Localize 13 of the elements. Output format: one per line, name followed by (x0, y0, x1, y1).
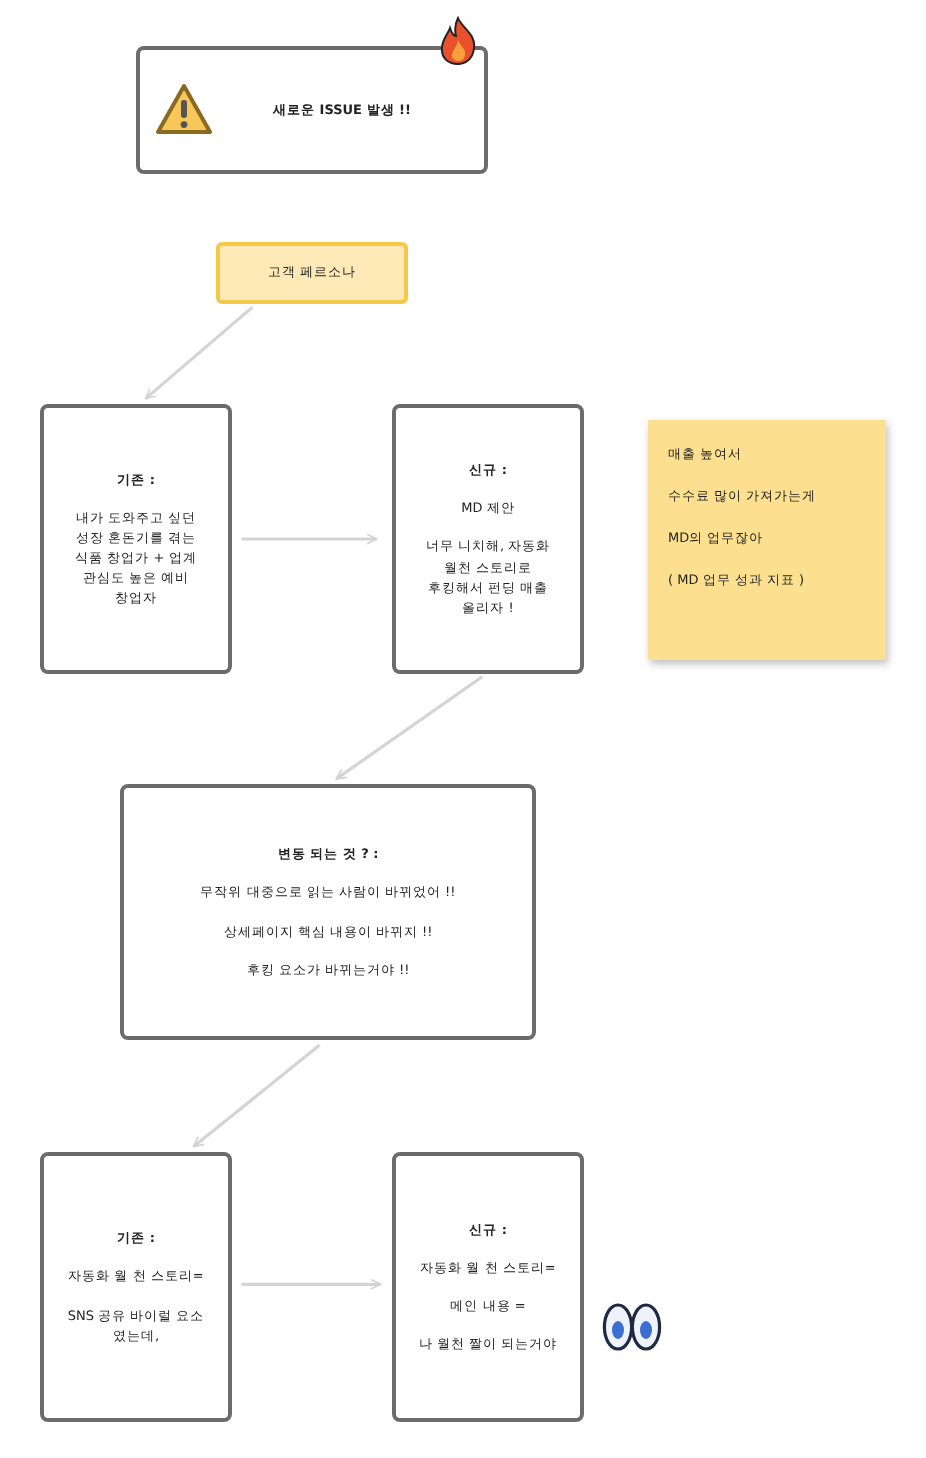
arrow (241, 533, 378, 545)
process-box (392, 1152, 584, 1422)
process-box (120, 784, 536, 1040)
process-box (392, 404, 584, 674)
sticky-note (648, 420, 886, 660)
issue-box (136, 46, 488, 174)
arrow (241, 1278, 382, 1290)
arrow (192, 1043, 321, 1148)
process-box (40, 1152, 232, 1422)
arrow (335, 675, 484, 781)
persona-box (216, 242, 408, 304)
process-box (40, 404, 232, 674)
arrow (144, 305, 254, 400)
